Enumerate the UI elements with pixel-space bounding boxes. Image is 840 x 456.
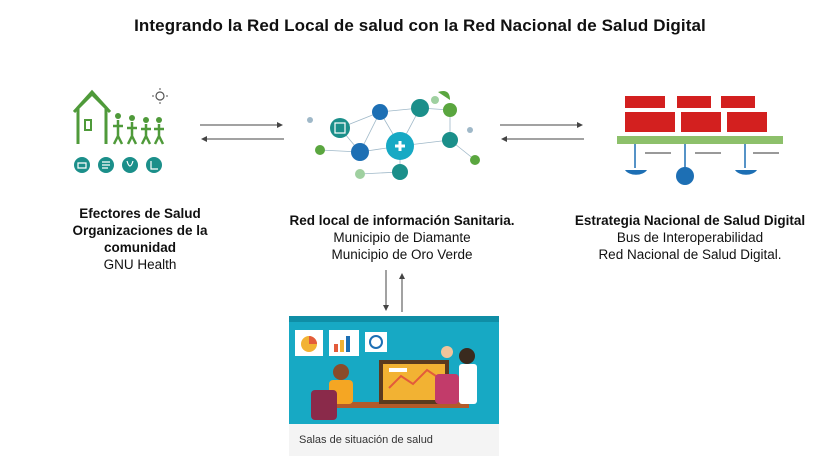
network-illustration [300, 90, 485, 190]
house-family-icon [72, 88, 168, 173]
center-line-2: Municipio de Oro Verde [331, 247, 473, 262]
left-heading-line-2: Organizaciones de la [72, 223, 208, 238]
right-node-text: Estrategia Nacional de Salud Digital Bus… [555, 212, 825, 263]
situation-room-card: Salas de situación de salud [289, 316, 499, 456]
right-line-1: Bus de Interoperabilidad [616, 230, 764, 245]
center-node-text: Red local de información Sanitaria. Muni… [262, 212, 542, 263]
situation-room-illustration [289, 316, 499, 424]
center-line-1: Municipio de Diamante [333, 230, 471, 245]
center-heading: Red local de información Sanitaria. [289, 213, 515, 228]
center-right-arrows [500, 122, 584, 142]
right-line-2: Red Nacional de Salud Digital. [598, 247, 782, 262]
left-center-arrows [200, 122, 284, 142]
center-bottom-arrows [383, 270, 405, 312]
right-heading: Estrategia Nacional de Salud Digital [574, 213, 806, 228]
network-nodes-icon [307, 91, 480, 180]
community-illustration [70, 86, 180, 178]
national-bus-diagram [615, 94, 785, 188]
left-heading-line-1: Efectores de Salud [79, 206, 201, 221]
interoperability-bus-icon [617, 96, 783, 185]
left-node-text: Efectores de Salud Organizaciones de la … [40, 205, 240, 273]
left-heading-line-3: comunidad [103, 240, 176, 255]
situation-room-caption: Salas de situación de salud [299, 434, 433, 446]
page-title: Integrando la Red Local de salud con la … [134, 16, 706, 35]
left-subtitle: GNU Health [103, 257, 177, 272]
